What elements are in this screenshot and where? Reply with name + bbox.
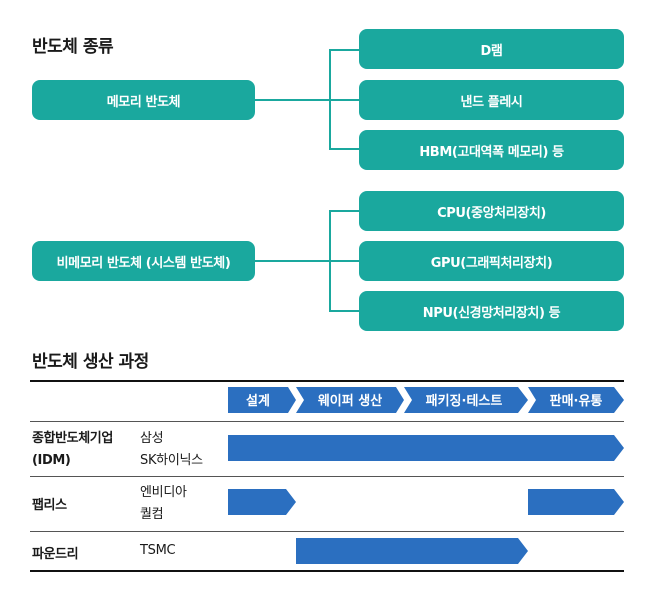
connector (329, 260, 359, 262)
row-label-idm: 종합반도체기업 (IDM) (32, 431, 113, 468)
stage-label-wafer: 웨이퍼 생산 (318, 393, 382, 409)
row-divider (30, 531, 624, 532)
company-qualcomm: 퀄컴 (140, 507, 164, 522)
connector (329, 99, 359, 101)
company-skhynix: SK하이닉스 (140, 453, 203, 468)
row-divider (30, 421, 624, 422)
table-top-rule (30, 380, 624, 382)
fabless-sales-bar (528, 489, 624, 515)
company-samsung: 삼성 (140, 431, 164, 446)
stage-arrow-wafer (296, 387, 404, 413)
row-divider (30, 476, 624, 477)
company-nvidia: 엔비디아 (140, 485, 187, 500)
nonmemory-item-gpu: GPU(그래픽처리장치) (359, 241, 624, 281)
stage-label-design: 설계 (246, 394, 270, 409)
foundry-coverage-bar (296, 538, 528, 564)
nonmemory-node: 비메모리 반도체 (시스템 반도체) (32, 241, 255, 281)
stage-arrow-design (228, 387, 296, 413)
memory-item-dram: D램 (359, 29, 624, 69)
memory-item-hbm: HBM(고대역폭 메모리) 등 (359, 130, 624, 170)
section-title-types: 반도체 종류 (32, 37, 114, 57)
connector (329, 148, 359, 150)
idm-coverage-bar (228, 435, 624, 461)
stage-arrow-sales (528, 387, 624, 413)
stage-label-sales: 판매·유통 (550, 393, 603, 409)
connector (255, 260, 330, 262)
nonmemory-item-cpu: CPU(중앙처리장치) (359, 191, 624, 231)
fabless-companies: 엔비디아 퀄컴 (140, 482, 187, 526)
connector (255, 99, 330, 101)
section-title-process: 반도체 생산 과정 (32, 352, 149, 372)
connector (329, 210, 359, 212)
stage-label-packaging: 패키징·테스트 (426, 393, 503, 409)
memory-item-nand: 낸드 플레시 (359, 80, 624, 120)
stage-arrow-packaging (404, 387, 528, 413)
foundry-companies: TSMC (140, 540, 176, 562)
table-bottom-rule (30, 570, 624, 572)
memory-node: 메모리 반도체 (32, 80, 255, 120)
connector (329, 49, 359, 51)
nonmemory-item-npu: NPU(신경망처리장치) 등 (359, 291, 624, 331)
idm-companies: 삼성 SK하이닉스 (140, 428, 203, 472)
connector (329, 310, 359, 312)
company-tsmc: TSMC (140, 543, 176, 558)
fabless-design-bar (228, 489, 296, 515)
row-label-foundry: 파운드리 (32, 547, 79, 562)
row-label-fabless: 팹리스 (32, 498, 67, 513)
